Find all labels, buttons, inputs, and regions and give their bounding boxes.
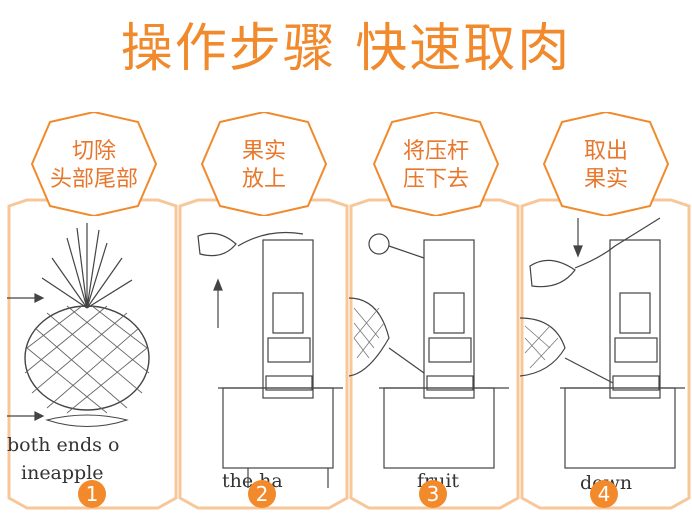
step-label-line2: 果实 (583, 167, 628, 192)
step-label-line2: 头部尾部 (49, 167, 138, 192)
step-label-line1: 将压杆 (402, 139, 469, 164)
page-title: 操作步骤 快速取肉 (120, 19, 572, 79)
step-label-line1: 果实 (241, 139, 286, 164)
step-badge-1: 切除 头部尾部 (30, 112, 158, 216)
machine-illustration (197, 231, 343, 488)
step-number-3: 3 (419, 480, 447, 508)
step-badge-4: 取出 果实 (542, 112, 670, 216)
step-label-line1: 切除 (71, 139, 116, 164)
step-number-2: 2 (248, 480, 276, 508)
pineapple-illustration (7, 223, 150, 427)
step-panel-1: both ends o ineapple (7, 198, 178, 510)
step-panel-3: fruit (349, 198, 520, 510)
step-caption-1a: both ends o (7, 434, 120, 456)
machine-lever-illustration (349, 233, 509, 469)
step-label-line1: 取出 (583, 139, 628, 164)
step-badge-3: 将压杆 压下去 (372, 112, 500, 216)
step-panel-2: the ha (178, 198, 349, 510)
step-label-line2: 压下去 (402, 167, 469, 192)
machine-remove-illustration (520, 217, 685, 469)
step-number-1: 1 (78, 480, 106, 508)
step-label-line2: 放上 (241, 167, 286, 192)
step-caption-1b: ineapple (21, 462, 104, 484)
step-panel-4: down (520, 198, 691, 510)
step-badge-2: 果实 放上 (200, 112, 328, 216)
step-number-4: 4 (590, 480, 618, 508)
